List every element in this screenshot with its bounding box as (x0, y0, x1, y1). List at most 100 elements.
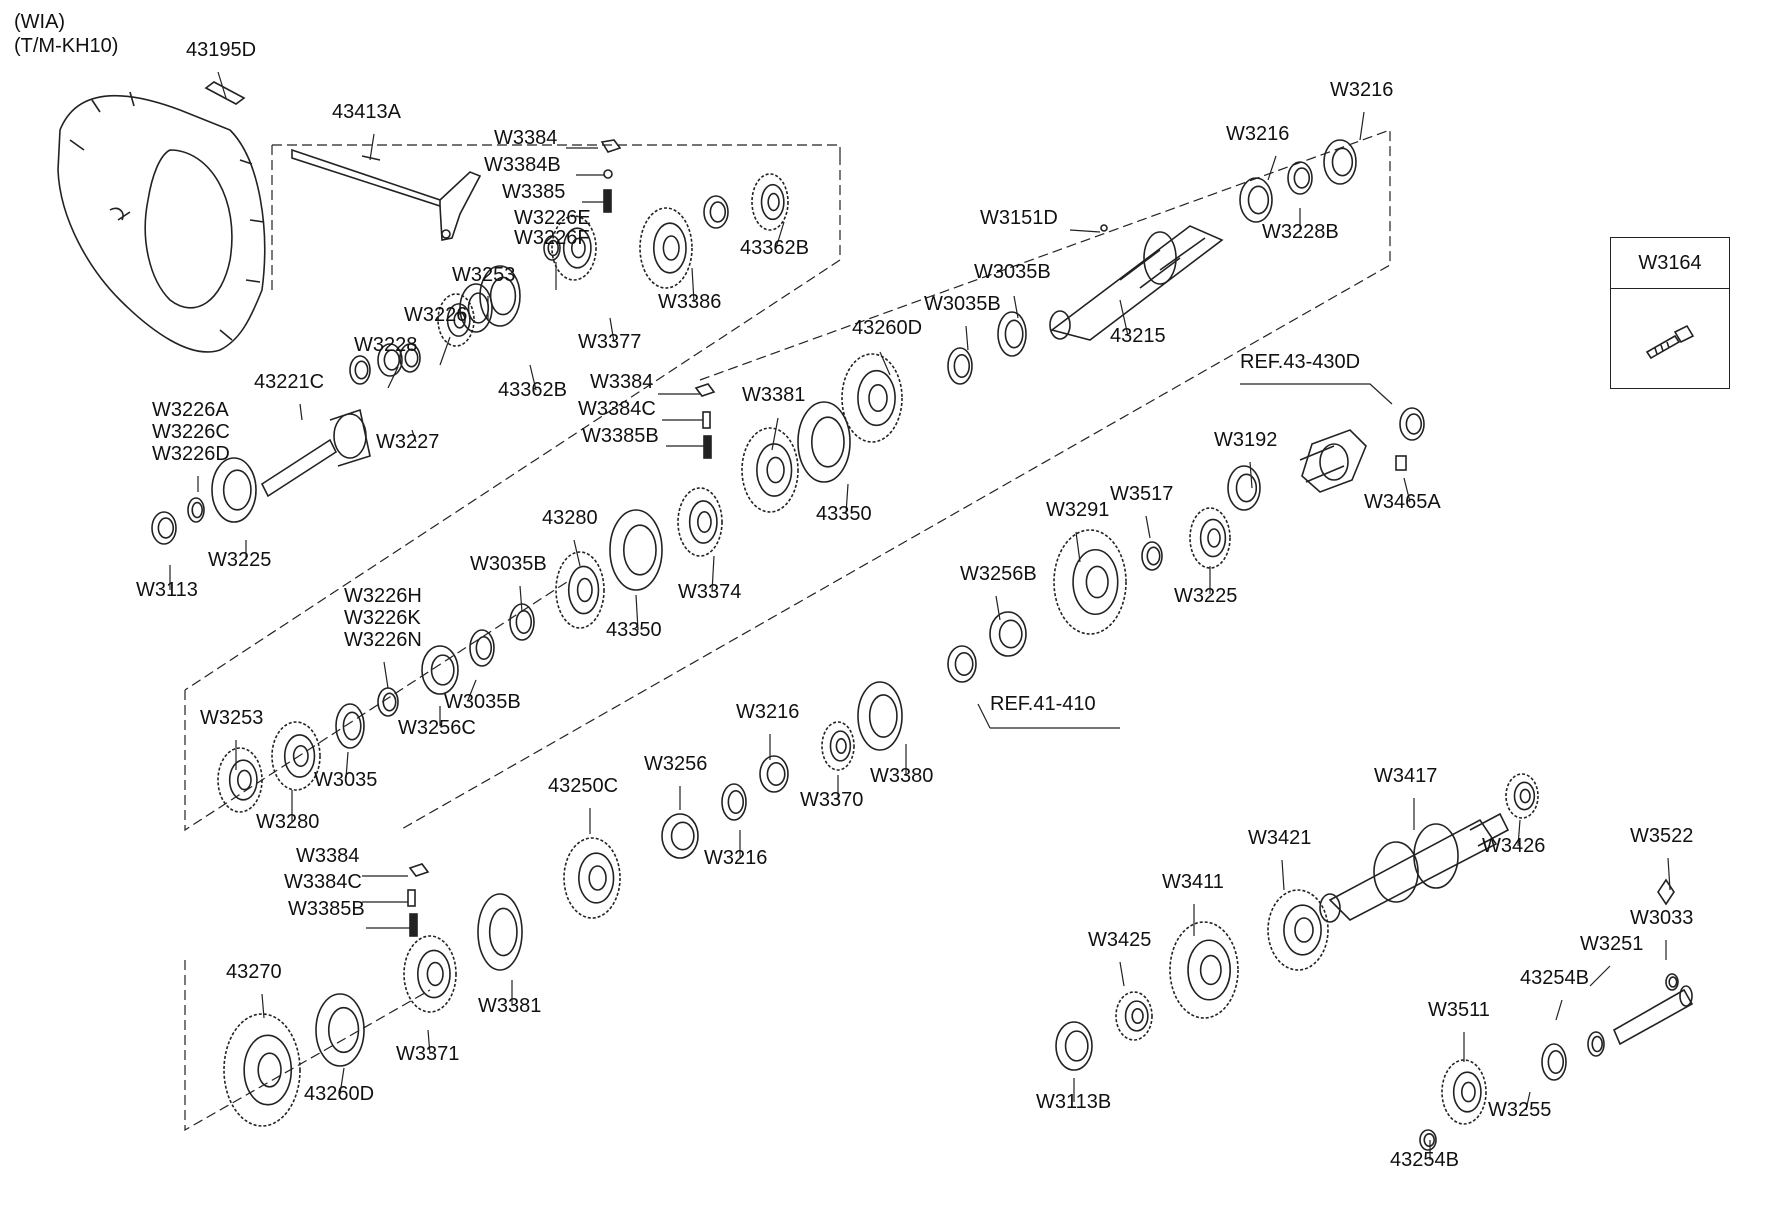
ring-shape (1055, 1021, 1093, 1071)
input-shaft-part (260, 408, 371, 498)
part-label: W3291 (1046, 499, 1110, 521)
part-label: 43362B (498, 379, 567, 401)
part-label: W3381 (478, 995, 542, 1017)
part-label: REF.43-430D (1240, 351, 1361, 373)
part-label: W3226F (514, 227, 590, 249)
gear-shape (821, 721, 855, 771)
ring-shape (609, 509, 663, 591)
ring-shape (857, 681, 903, 751)
part-label: W3253 (452, 264, 516, 286)
bolt-icon (1645, 324, 1695, 360)
part-label: W3035B (470, 553, 547, 575)
ring-shape (211, 457, 257, 523)
ring-shape (1587, 1031, 1605, 1057)
part-label: W3227 (376, 431, 440, 453)
part-label: W3417 (1374, 765, 1438, 787)
ring-shape (1419, 1129, 1437, 1151)
gear-shape (563, 837, 621, 919)
ring-shape (377, 343, 403, 377)
part-label: 43254B (1520, 967, 1589, 989)
gear-shape (1053, 529, 1127, 635)
part-label: W3280 (256, 811, 320, 833)
part-label: W3511 (1428, 999, 1490, 1021)
part-label: W3522 (1630, 825, 1694, 847)
main-shaft-part (1049, 225, 1224, 341)
ring-shape (335, 703, 365, 749)
part-label: 43413A (332, 101, 401, 123)
ring-shape (477, 893, 523, 971)
part-label: W3216 (1330, 79, 1394, 101)
header-line-1: (WIA) (14, 11, 66, 33)
ring-shape (1287, 161, 1313, 195)
part-label: W3385 (502, 181, 566, 203)
part-label: 43254B (1390, 1149, 1459, 1171)
gear-shape (403, 935, 457, 1013)
part-label: W3035B (974, 261, 1051, 283)
detent-parts-top (407, 139, 1108, 937)
part-label: W3385B (582, 425, 659, 447)
shift-rail-part (291, 148, 482, 241)
ring-shape (1541, 1043, 1567, 1081)
part-label: W3384B (484, 154, 561, 176)
gear-shape (223, 1013, 301, 1127)
ring-shape (349, 355, 371, 385)
ring-shape (797, 401, 851, 483)
flange-part (1299, 429, 1407, 493)
part-label: 43221C (254, 371, 325, 393)
part-label: 43270 (226, 961, 282, 983)
part-label: 43260D (852, 317, 923, 339)
part-label: W3226N (344, 629, 422, 651)
leader-lines (169, 71, 1671, 1160)
part-label: W3371 (396, 1043, 460, 1065)
part-label: W3225 (208, 549, 272, 571)
part-label: W3228 (354, 334, 418, 356)
gear-shape (551, 215, 597, 281)
diagram-header: (WIA) (T/M-KH10) (14, 10, 118, 58)
part-label: W3216 (736, 701, 800, 723)
ring-shape (1323, 139, 1357, 185)
ring-shape (399, 343, 421, 373)
part-label: 43260D (304, 1083, 375, 1105)
ring-shape (377, 687, 399, 717)
gear-shape (555, 551, 605, 629)
part-label: W3035 (314, 769, 378, 791)
part-label: 43250C (548, 775, 619, 797)
gear-shape (1441, 1059, 1487, 1125)
part-label: W3253 (200, 707, 264, 729)
ring-shape (947, 645, 977, 683)
ring-shape (187, 497, 205, 523)
part-label: W3226C (152, 421, 230, 443)
gear-shape (841, 353, 903, 443)
gear-shape (217, 747, 263, 813)
ring-shape (469, 629, 495, 667)
part-label: W3384C (578, 398, 656, 420)
ring-shape (421, 645, 459, 695)
ring-shape (947, 347, 973, 385)
ring-shape (1239, 177, 1273, 223)
part-label: W3113B (1036, 1091, 1112, 1113)
part-label: W3465A (1364, 491, 1441, 513)
header-line-2: (T/M-KH10) (14, 35, 119, 57)
part-label: W3384C (284, 871, 362, 893)
ring-shape (1141, 541, 1163, 571)
gear-shape (639, 207, 693, 289)
ring-shape (1227, 465, 1261, 511)
part-label: W3381 (742, 384, 806, 406)
part-label: W3377 (578, 331, 642, 353)
part-label: W3385B (288, 898, 365, 920)
part-label: W3151D (980, 207, 1058, 229)
part-label: 43280 (542, 507, 598, 529)
part-label: W3426 (1482, 835, 1546, 857)
part-label: W3421 (1248, 827, 1312, 849)
part-label: 43350 (606, 619, 662, 641)
gear-shape (751, 173, 789, 231)
ring-shape (315, 993, 365, 1067)
part-label: W3517 (1110, 483, 1174, 505)
ring-shape (989, 611, 1027, 657)
part-label: W3035B (924, 293, 1001, 315)
part-label: W3226D (152, 443, 230, 465)
ring-shape (1399, 407, 1425, 441)
part-label: W3384 (494, 127, 558, 149)
